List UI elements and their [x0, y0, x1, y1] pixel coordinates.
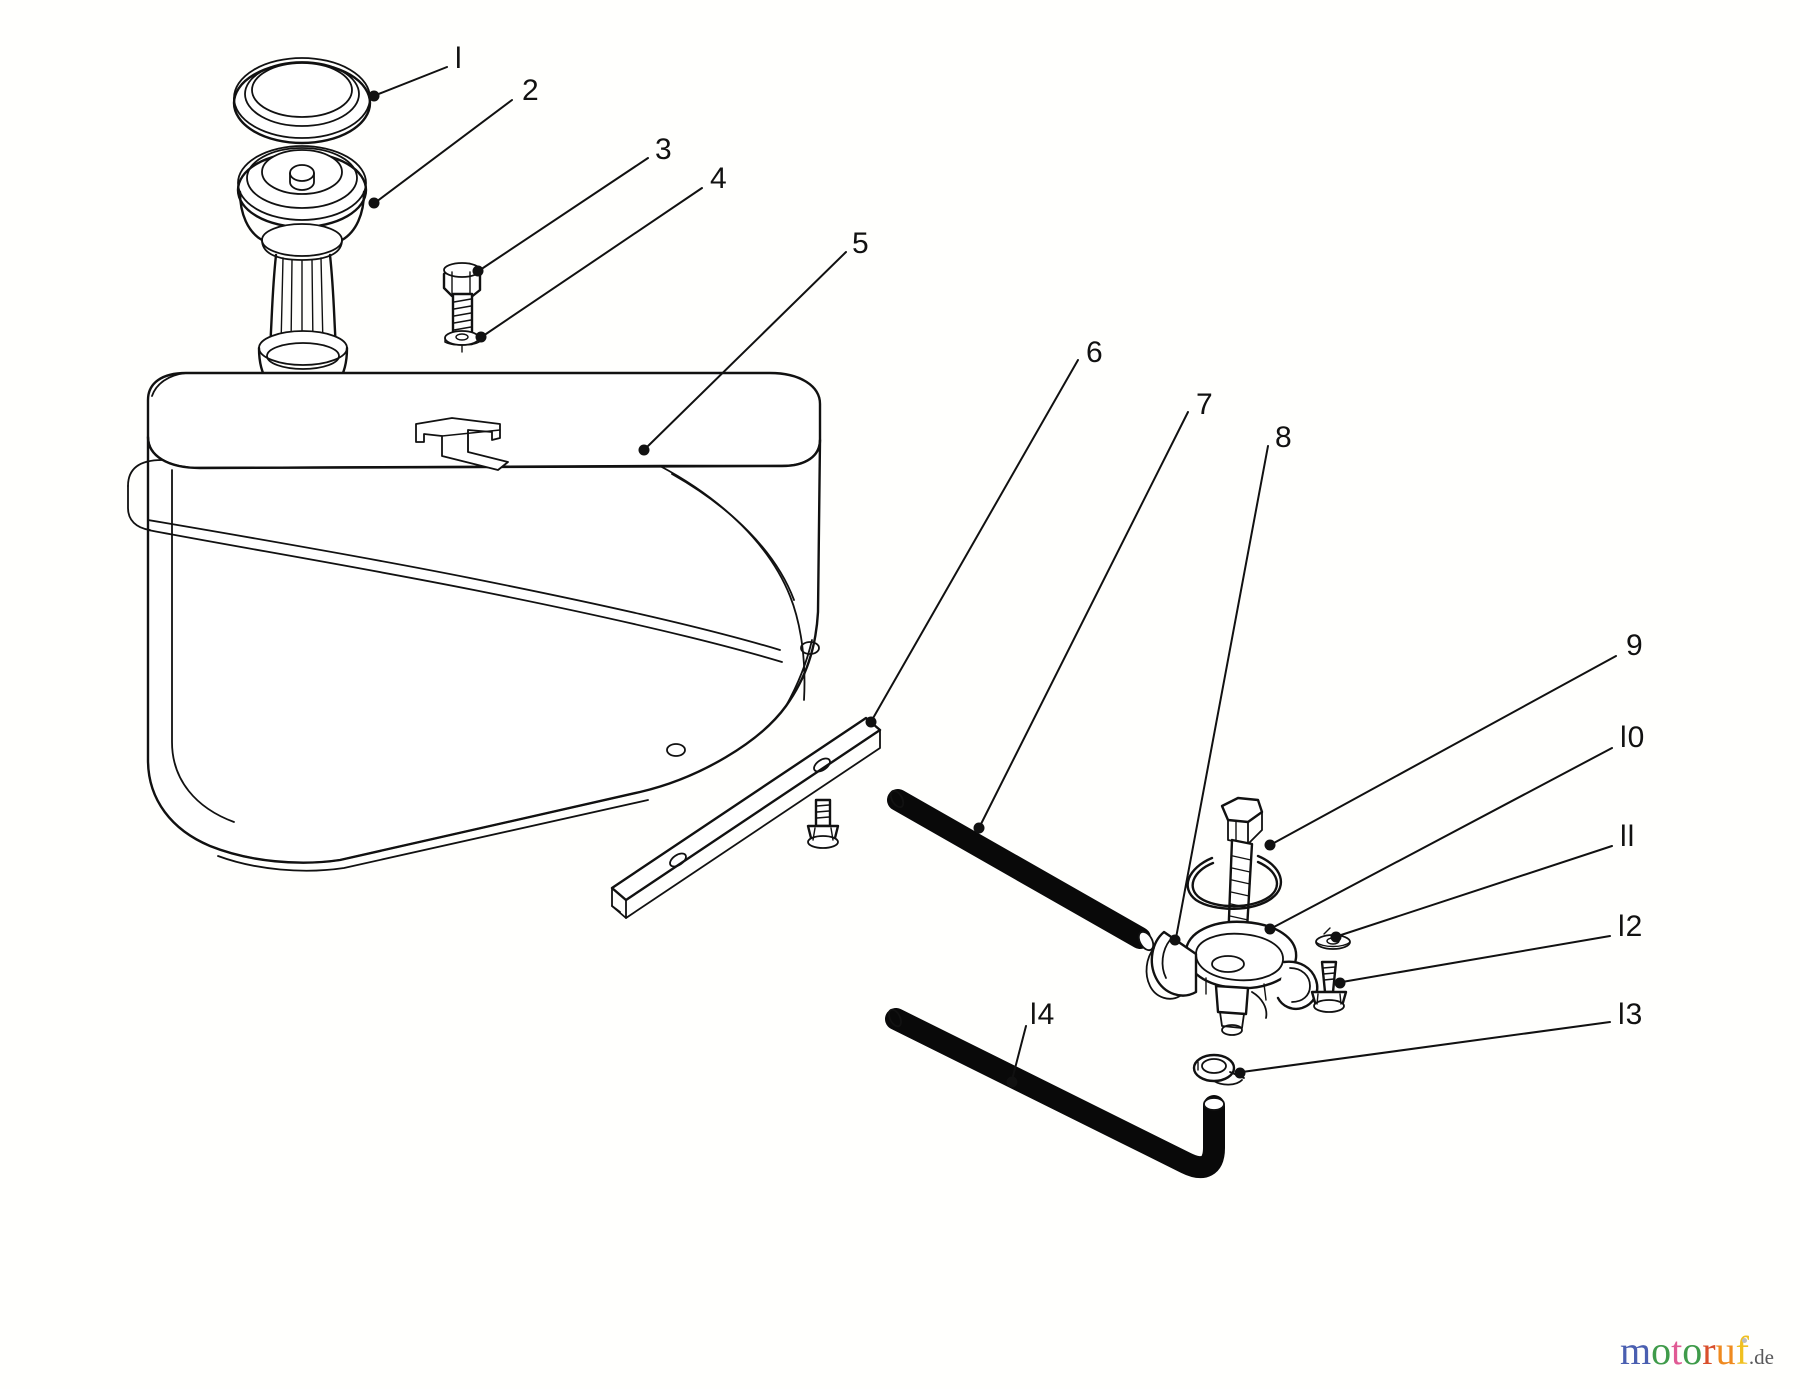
hose-clamp: [1192, 1053, 1245, 1086]
watermark-letter-t: t: [1671, 1328, 1683, 1373]
callout-7: 7: [1196, 388, 1214, 421]
tank-mounting-strap: [610, 716, 882, 919]
watermark-tld: .de: [1748, 1345, 1774, 1369]
fuel-cap-gasket-ring: [232, 57, 372, 145]
callout-2: 2: [522, 74, 540, 107]
callout-11: ll: [1620, 820, 1636, 853]
watermark-letter-u: u: [1715, 1328, 1736, 1373]
callout-12: l2: [1618, 910, 1644, 943]
callout-8: 8: [1275, 421, 1293, 454]
callout-1: l: [455, 42, 463, 75]
callout-4: 4: [710, 162, 728, 195]
flat-washer: [444, 330, 480, 346]
fuel-tank: [127, 371, 822, 872]
fuel-line-lower: [885, 1008, 1225, 1178]
fuel-tank-filler-neck: [257, 253, 349, 389]
valve-wire-bail: [1186, 854, 1283, 910]
leader-lines: [368, 66, 1617, 1088]
watermark-letter-o1: o: [1651, 1328, 1672, 1373]
fuel-cap: [236, 145, 368, 261]
fuel-shutoff-valve-assembly: [1145, 796, 1319, 1036]
callout-13: l3: [1618, 998, 1644, 1031]
strap-bolt: [806, 798, 840, 849]
valve-knob: [1220, 796, 1264, 845]
callout-14: l4: [1030, 998, 1056, 1031]
callout-5: 5: [852, 227, 870, 260]
callout-10: l0: [1620, 721, 1646, 754]
screw: [1310, 960, 1348, 1013]
watermark-letter-f: f: [1735, 1328, 1749, 1373]
watermark-letter-o2: o: [1682, 1328, 1703, 1373]
motoruf-watermark: motoruf.de: [1620, 1331, 1774, 1371]
watermark-letter-m: m: [1620, 1328, 1652, 1373]
fuel-line-upper: [887, 789, 1155, 952]
callout-6: 6: [1086, 336, 1104, 369]
callout-3: 3: [655, 133, 673, 166]
tank-top-bracket: [415, 417, 509, 471]
callout-9: 9: [1626, 629, 1644, 662]
valve-body: [1145, 920, 1319, 1036]
watermark-letter-r: r: [1702, 1328, 1716, 1373]
